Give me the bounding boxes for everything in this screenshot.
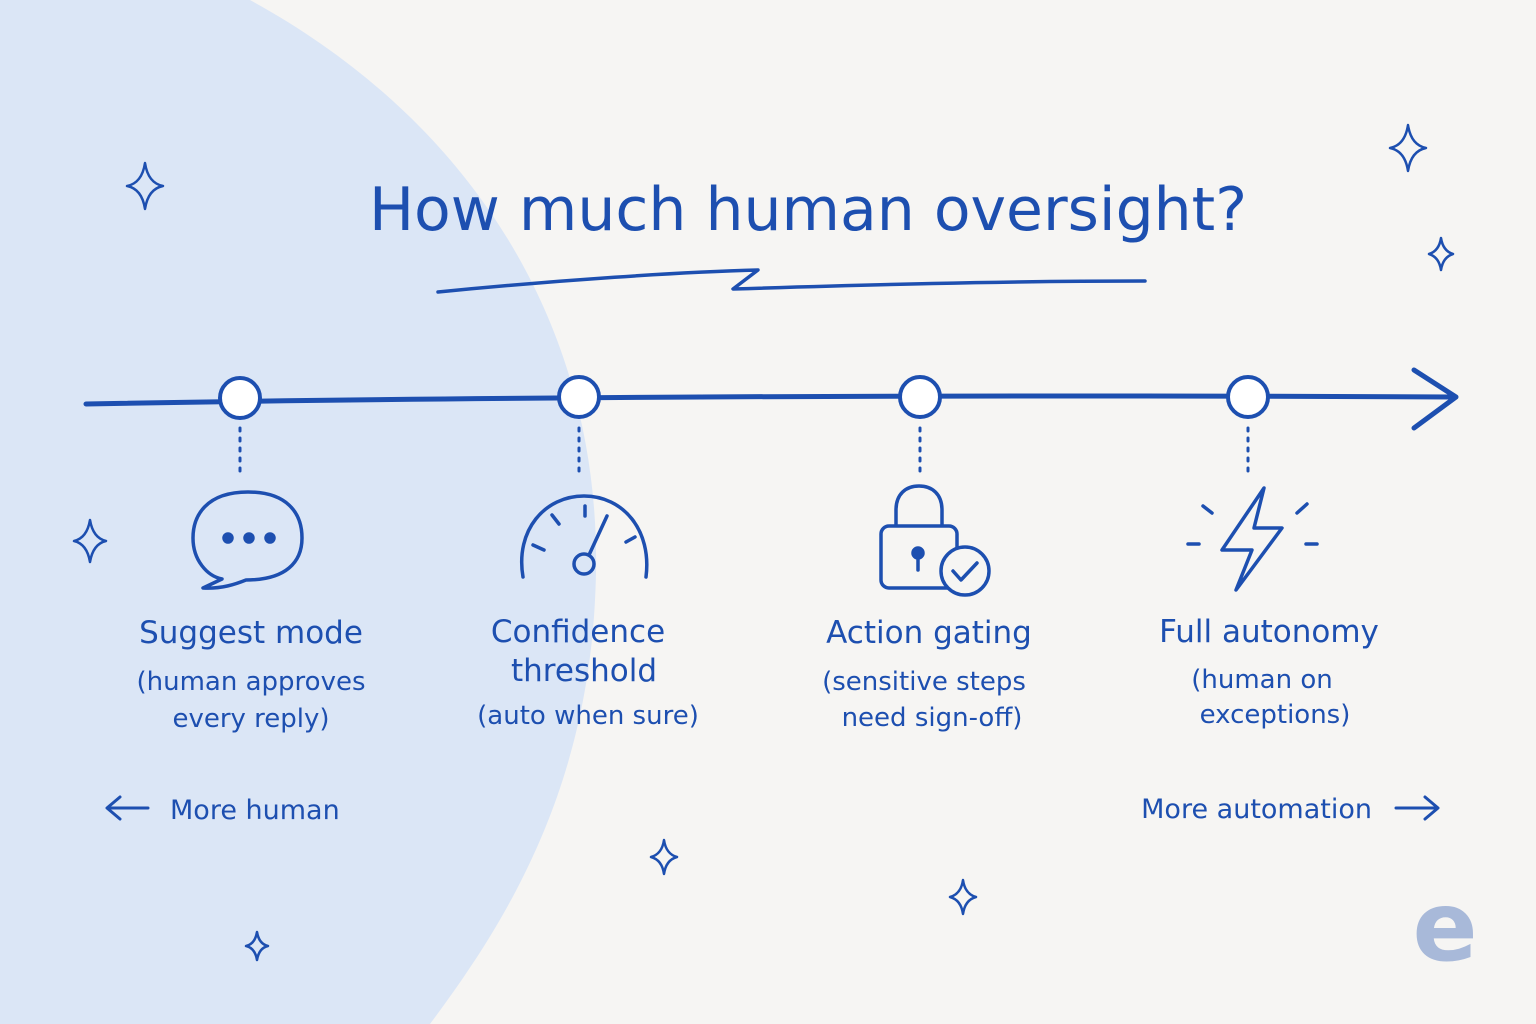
stage-note-autonomy-line1: (human on — [1191, 665, 1333, 695]
lightning-bolt-icon — [1186, 486, 1319, 592]
stage-note-suggest-line2: every reply) — [172, 704, 329, 734]
more-automation-label: More automation — [1141, 794, 1372, 825]
stage-label-suggest: Suggest mode — [139, 615, 363, 651]
diagram-title: How much human oversight? — [369, 175, 1247, 245]
stage-label-autonomy: Full autonomy — [1159, 614, 1379, 650]
more-human-label: More human — [170, 795, 340, 826]
stage-note-confidence: (auto when sure) — [477, 701, 699, 731]
sparkle-icon — [125, 161, 165, 211]
timeline-node-gating — [898, 375, 942, 419]
sparkle-icon — [1388, 123, 1428, 173]
timeline-node-confidence — [557, 375, 601, 419]
stage-note-suggest-line1: (human approves — [137, 667, 366, 697]
stage-label-gating: Action gating — [826, 615, 1032, 651]
right-arrow-icon — [1394, 795, 1440, 821]
sparkle-icon — [1427, 236, 1455, 272]
stage-note-autonomy-line2: exceptions) — [1200, 700, 1351, 730]
gauge-icon — [520, 494, 649, 579]
sparkle-icon — [72, 518, 108, 564]
speech-bubble-icon — [191, 490, 304, 590]
stage-label-confidence-line2: threshold — [511, 653, 657, 689]
sparkle-icon — [948, 878, 978, 916]
stage-note-gating-line1: (sensitive steps — [822, 667, 1026, 697]
timeline-node-autonomy — [1226, 375, 1270, 419]
left-arrow-icon — [105, 795, 150, 821]
title-underline — [436, 268, 1147, 294]
sparkle-icon — [244, 930, 270, 962]
stage-label-confidence-line1: Confidence — [491, 614, 665, 650]
timeline-node-suggest — [218, 376, 262, 420]
lock-check-icon — [879, 484, 991, 597]
background-blob — [0, 0, 597, 1024]
stage-note-gating-line2: need sign-off) — [842, 703, 1023, 733]
timeline-arrowhead — [1411, 367, 1459, 431]
brand-logo: e — [1412, 871, 1477, 983]
sparkle-icon — [649, 838, 679, 876]
